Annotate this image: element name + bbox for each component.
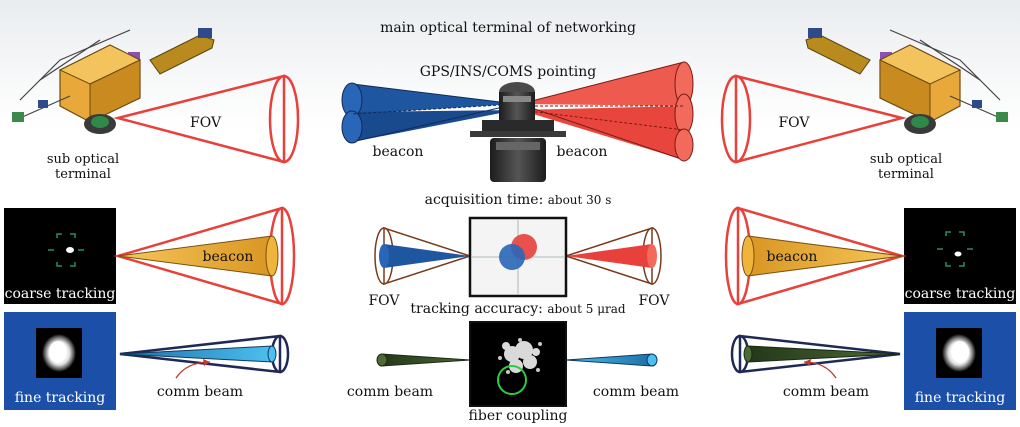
gps-pointing-label: GPS/INS/COMS pointing [420, 64, 597, 80]
sub-terminal-label-left-2: terminal [55, 167, 111, 182]
main-beacon-blue [341, 82, 517, 144]
coarse-beacon-cone-right [724, 206, 907, 306]
left-fov-cone [113, 74, 300, 164]
comm-beam-label-center-right: comm beam [593, 384, 679, 400]
fov-label-right: FOV [778, 115, 810, 131]
center-fov-cone-left [374, 226, 473, 286]
sub-terminal-label-right-1: sub optical [870, 152, 942, 167]
acquisition-target-panel [468, 216, 568, 298]
left-satellite [12, 28, 215, 134]
center-comm-beam-right [565, 353, 658, 367]
fine-comm-beam-left [119, 334, 290, 379]
coarse-tracking-label-left: coarse tracking [5, 286, 116, 302]
coarse-tracking-label-right: coarse tracking [905, 286, 1016, 302]
main-terminal-device [470, 82, 566, 182]
coarse-tracking-panel-right: coarse tracking [904, 208, 1016, 304]
fiber-coupling-panel [469, 321, 567, 407]
sub-terminal-label-right-2: terminal [878, 167, 934, 182]
right-fov-cone [720, 74, 907, 164]
beacon-label-coarse-left: beacon [203, 249, 254, 265]
fine-comm-beam-right [730, 334, 901, 379]
fine-tracking-panel-left: fine tracking [4, 312, 116, 410]
beacon-label-main-left: beacon [373, 144, 424, 160]
coarse-tracking-panel-left: coarse tracking [4, 208, 116, 304]
sub-terminal-label-left-1: sub optical [47, 152, 119, 167]
fine-tracking-label-right: fine tracking [915, 390, 1006, 406]
comm-beam-label-fine-left: comm beam [157, 384, 243, 400]
center-comm-beam-left [376, 353, 471, 367]
fiber-coupling-label: fiber coupling [469, 408, 568, 424]
acquisition-time-label: acquisition time: about 30 s [425, 192, 612, 208]
coarse-beacon-cone-left [113, 206, 296, 306]
fine-tracking-panel-right: fine tracking [904, 312, 1016, 410]
main-title: main optical terminal of networking [380, 20, 636, 36]
acquisition-value: about 30 s [548, 193, 612, 207]
beacon-label-coarse-right: beacon [767, 249, 818, 265]
tracking-prefix: tracking accuracy: [410, 301, 542, 317]
comm-beam-label-fine-right: comm beam [783, 384, 869, 400]
center-fov-cone-right [563, 226, 662, 286]
fine-tracking-label-left: fine tracking [15, 390, 106, 406]
right-satellite [805, 28, 1008, 134]
beacon-label-main-right: beacon [557, 144, 608, 160]
main-beacon-red [518, 61, 694, 162]
fov-label-mid-right: FOV [638, 293, 670, 309]
fov-label-mid-left: FOV [368, 293, 400, 309]
comm-beam-label-center-left: comm beam [347, 384, 433, 400]
tracking-value: about 5 μrad [547, 302, 626, 316]
fov-label-left: FOV [190, 115, 222, 131]
acquisition-prefix: acquisition time: [425, 192, 544, 208]
tracking-accuracy-label: tracking accuracy: about 5 μrad [410, 301, 625, 317]
